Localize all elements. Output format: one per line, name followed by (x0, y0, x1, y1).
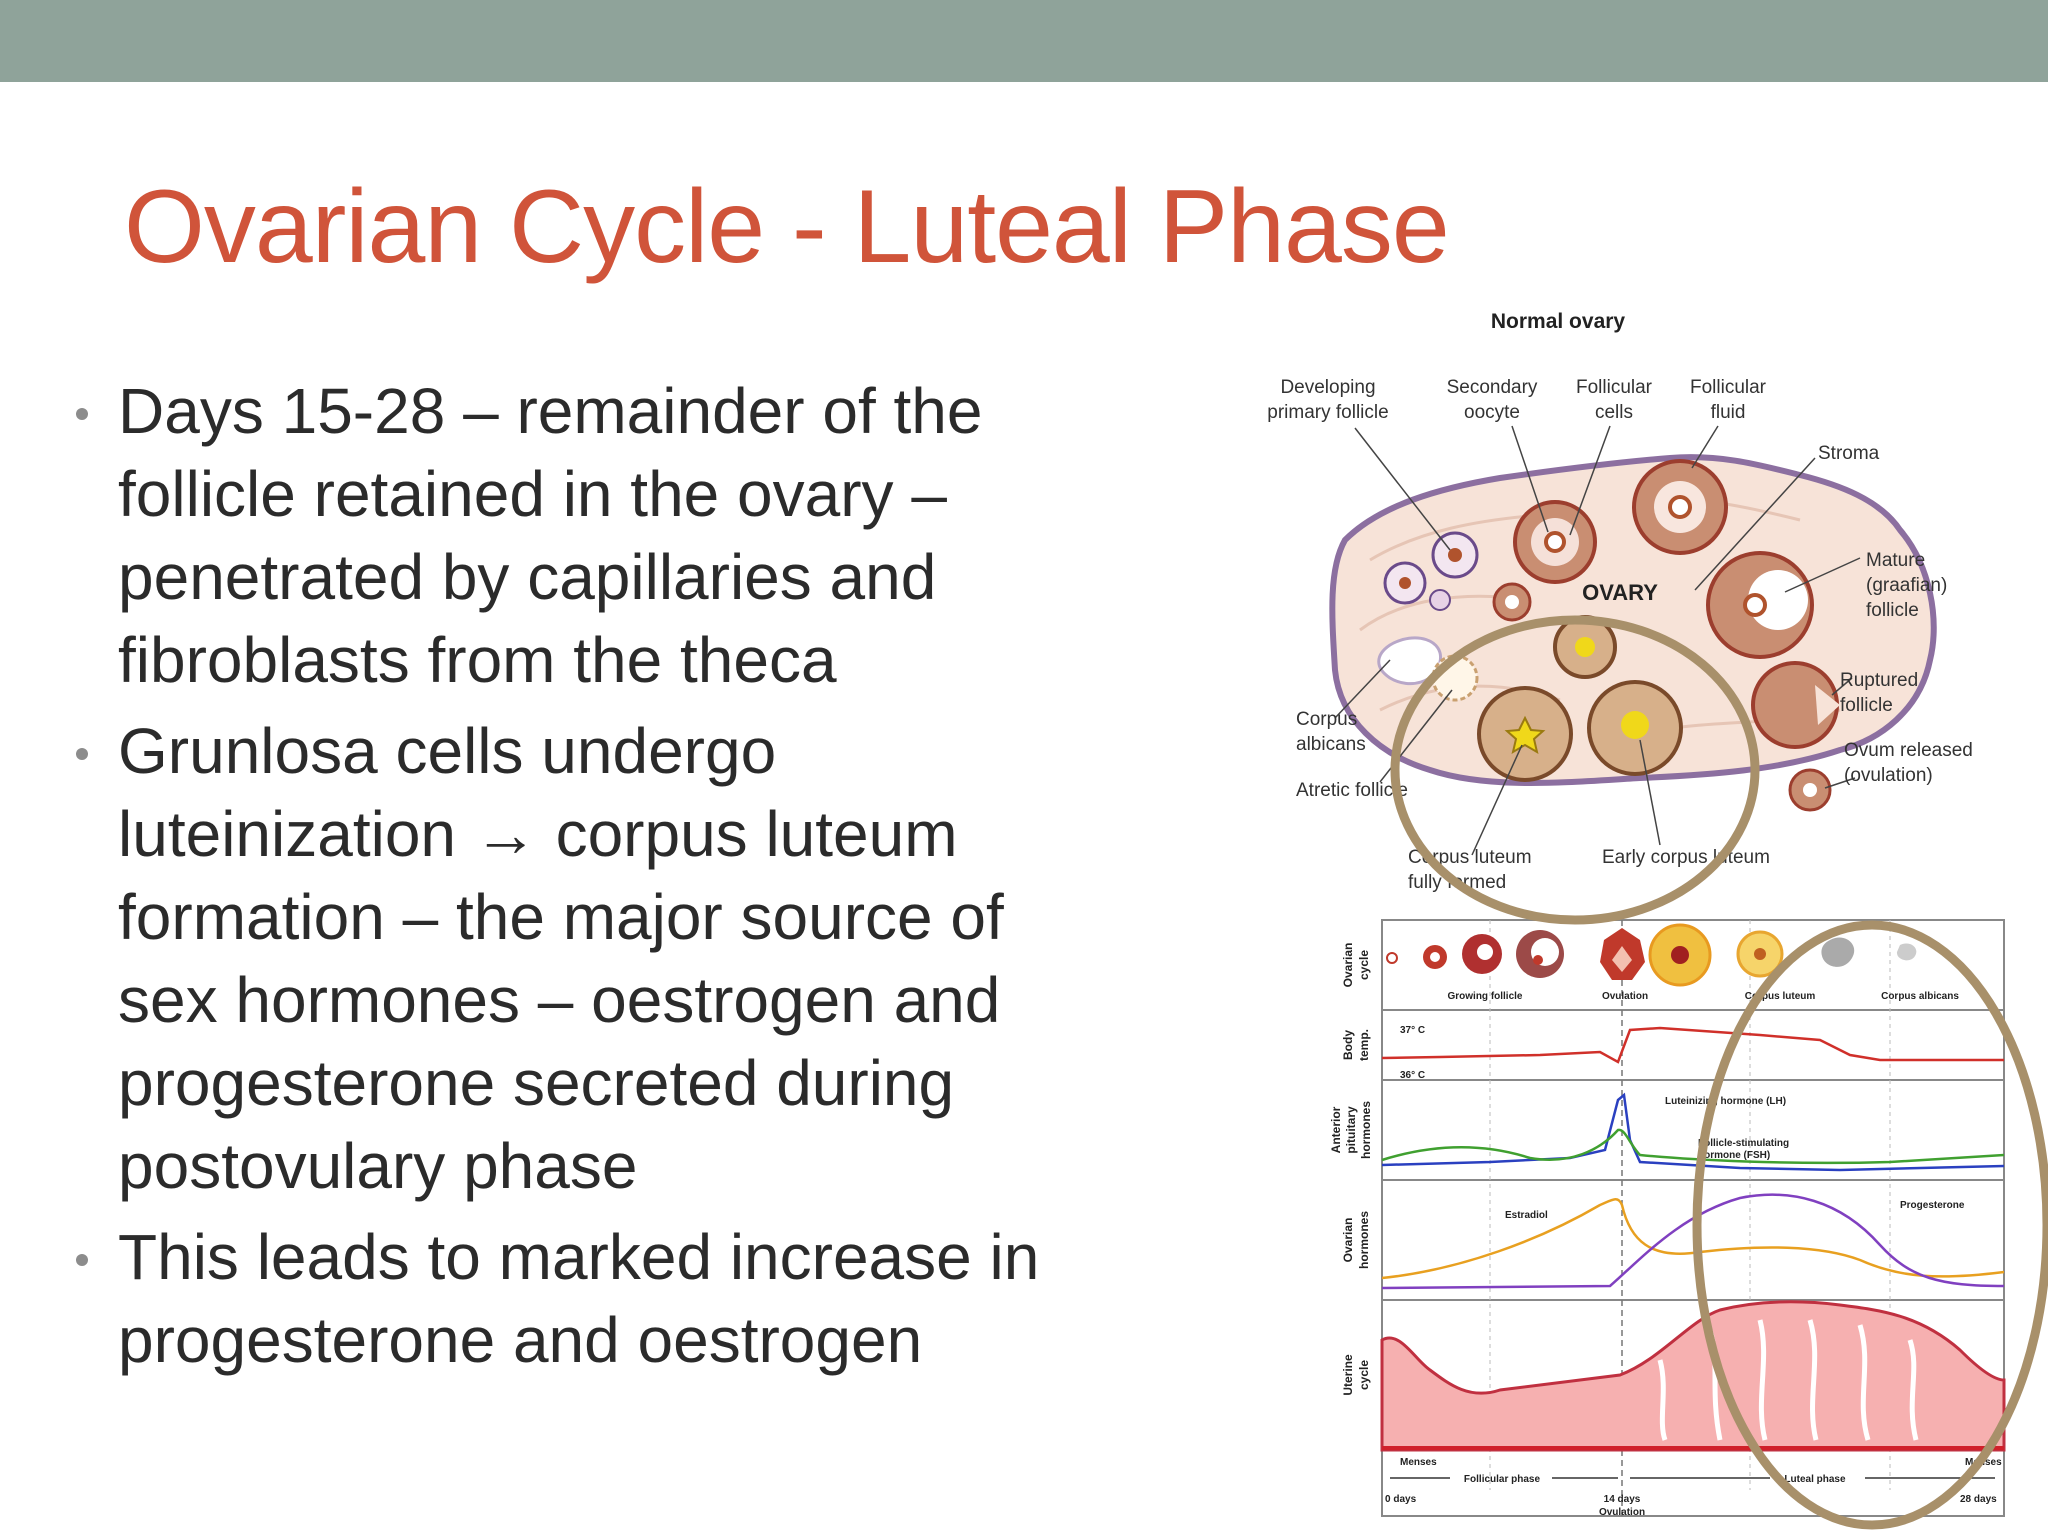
row-label: cycle (1357, 950, 1371, 980)
body-temp-curve (1381, 1026, 2004, 1064)
stage-label: Corpus luteum (1745, 991, 1816, 1002)
bullet-line: Days 15-28 – remainder of the (118, 375, 983, 447)
day-label: 0 days (1385, 1494, 1417, 1505)
bullet-line: luteinization → corpus luteum (118, 798, 958, 870)
bullet-line: fibroblasts from the theca (118, 624, 837, 696)
bullet-line: follicle retained in the ovary – (118, 458, 947, 530)
bullet-dot (76, 408, 88, 420)
ovarian-cycle-figure: Normal ovary (1240, 300, 2048, 1536)
row-label: Anterior (1329, 1106, 1343, 1153)
secondary-follicle-icon (1513, 500, 1597, 584)
row-label: Body (1341, 1030, 1355, 1060)
hormone-label: Progesterone (1900, 1200, 1965, 1211)
bullet-line: progesterone secreted during (118, 1047, 955, 1119)
row-label: Ovarian (1341, 943, 1355, 988)
progesterone-curve (1381, 1193, 2005, 1290)
endometrium-shape (1380, 1300, 2006, 1452)
row-label: hormones (1357, 1211, 1371, 1269)
small-follicle-icon (1492, 582, 1532, 622)
label-mature: follicle (1866, 600, 1919, 621)
corpus-luteum-icon (1477, 686, 1573, 782)
ovary-heading: Normal ovary (1491, 310, 1626, 333)
label-secondary-oocyte: oocyte (1464, 402, 1520, 423)
hormone-label: Luteinizing hormone (LH) (1665, 1096, 1786, 1107)
phase-label: Luteal phase (1784, 1474, 1846, 1485)
bullet-list: Days 15-28 – remainder of the follicle r… (76, 370, 1136, 1390)
row-label: cycle (1357, 1360, 1371, 1390)
ovum-icon (1788, 768, 1832, 812)
label-developing: Developing (1280, 377, 1375, 398)
bullet-line: This leads to marked increase in (118, 1221, 1040, 1293)
highlight-circle-luteal-phase (1692, 920, 2048, 1530)
hormone-label: Follicle-stimulating (1698, 1138, 1789, 1149)
label-early-corpus-luteum: Early corpus luteum (1602, 847, 1770, 868)
bullet-line: sex hormones – oestrogen and (118, 964, 1001, 1036)
temp-label: 37° C (1400, 1025, 1425, 1036)
cycle-chart: Ovarian cycle Body temp. Anterior pituit… (1329, 919, 2006, 1518)
label-ovum: Ovum released (1844, 740, 1973, 761)
stage-label: Ovulation (1602, 991, 1648, 1002)
slide-title: Ovarian Cycle - Luteal Phase (124, 169, 1450, 285)
day-label: 28 days (1960, 1494, 1997, 1505)
label-ovum: (ovulation) (1844, 765, 1933, 786)
stage-icons (1386, 923, 1917, 987)
row-label: pituitary (1344, 1106, 1358, 1154)
day-label: 14 days (1604, 1494, 1641, 1505)
bullet-line: Grunlosa cells undergo (118, 715, 777, 787)
label-follicular-fluid: Follicular (1690, 377, 1767, 398)
top-bar (0, 0, 2048, 82)
row-label: Uterine (1341, 1354, 1355, 1396)
bullet-item: Grunlosa cells undergo luteinization → c… (76, 710, 1136, 1208)
label-mature: Mature (1866, 550, 1925, 571)
fsh-curve (1381, 1128, 2005, 1165)
label-ruptured: follicle (1840, 695, 1893, 716)
hormone-label: Estradiol (1505, 1210, 1548, 1221)
row-label: temp. (1357, 1029, 1371, 1061)
label-mature: (graafian) (1866, 575, 1947, 596)
stage-label: Growing follicle (1447, 991, 1522, 1002)
label-follicular-cells: cells (1595, 402, 1633, 423)
ovary-labels: Developing primary follicle Secondary oo… (1267, 377, 1973, 893)
antral-follicle-icon (1632, 459, 1728, 555)
label-atretic: Atretic follicle (1296, 780, 1408, 801)
label-corpus-albicans: albicans (1296, 734, 1366, 755)
hormone-label: hormone (FSH) (1698, 1150, 1770, 1161)
ovary-center-label: OVARY (1582, 580, 1658, 605)
label-follicular-cells: Follicular (1576, 377, 1653, 398)
bullet-line: penetrated by capillaries and (118, 541, 937, 613)
bullet-dot (76, 748, 88, 760)
label-stroma: Stroma (1818, 443, 1880, 464)
early-corpus-luteum-icon (1587, 680, 1683, 776)
temp-label: 36° C (1400, 1070, 1425, 1081)
bullet-line: progesterone and oestrogen (118, 1304, 923, 1376)
mature-follicle-icon (1706, 551, 1814, 659)
day-label: Ovulation (1599, 1507, 1645, 1518)
row-label: Ovarian (1341, 1218, 1355, 1263)
phase-label: Menses (1400, 1457, 1437, 1468)
stage-label: Corpus albicans (1881, 991, 1959, 1002)
phase-label: Follicular phase (1464, 1474, 1541, 1485)
bullet-item: Days 15-28 – remainder of the follicle r… (76, 370, 1136, 702)
bullet-item: This leads to marked increase in progest… (76, 1216, 1136, 1382)
label-follicular-fluid: fluid (1711, 402, 1746, 423)
label-ruptured: Ruptured (1840, 670, 1918, 691)
bullet-dot (76, 1254, 88, 1266)
label-corpus-albicans: Corpus (1296, 709, 1357, 730)
uterine-glands (1657, 1319, 1919, 1441)
bullet-line: postovulary phase (118, 1130, 638, 1202)
primary-follicle-icon (1383, 531, 1479, 611)
bullet-line: formation – the major source of (118, 881, 1004, 953)
label-developing: primary follicle (1267, 402, 1388, 423)
ruptured-follicle-icon (1751, 661, 1840, 749)
label-secondary-oocyte: Secondary (1447, 377, 1538, 398)
row-label: hormones (1359, 1101, 1373, 1159)
highlight-circle-corpus-luteum (1390, 615, 1760, 925)
